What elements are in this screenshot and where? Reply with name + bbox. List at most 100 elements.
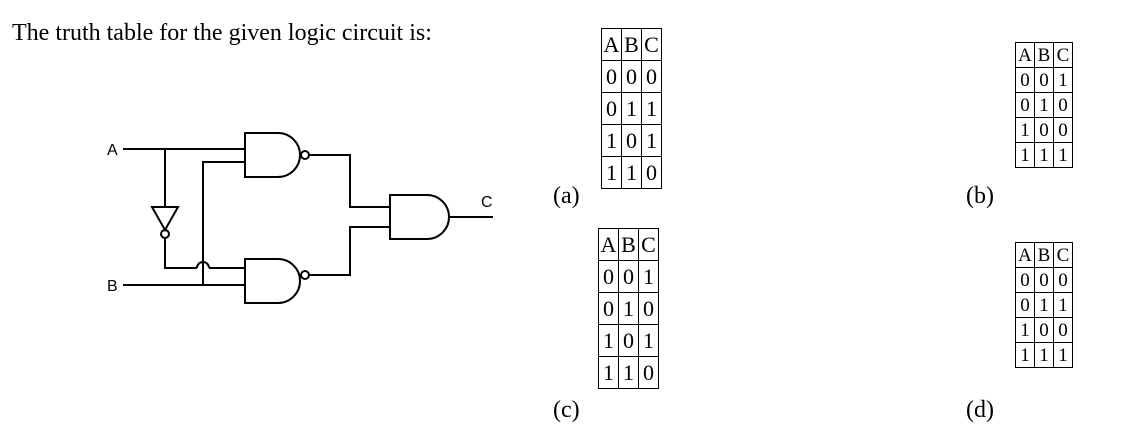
table-cell: 0 xyxy=(598,292,619,325)
table-cell: 1 xyxy=(1015,117,1035,143)
table-cell: 0 xyxy=(1015,92,1035,118)
table-cell: 0 xyxy=(618,260,639,293)
table-cell: 1 xyxy=(1015,142,1035,168)
top-nand-gate xyxy=(244,132,301,178)
logic-circuit-diagram: A B C xyxy=(107,132,493,304)
table-cell: 0 xyxy=(1034,317,1054,343)
table-cell: C xyxy=(1053,242,1073,268)
table-cell: 1 xyxy=(641,124,662,157)
wire-top-nand-out xyxy=(309,154,390,208)
table-cell: 0 xyxy=(1015,67,1035,93)
table-cell: 0 xyxy=(1053,267,1073,293)
label-c: C xyxy=(481,194,493,211)
table-cell: 1 xyxy=(1034,292,1054,318)
wire-bottom-nand-out xyxy=(309,226,390,276)
table-cell: 0 xyxy=(1053,117,1073,143)
option-d-label: (d) xyxy=(966,397,994,423)
label-b: B xyxy=(107,278,118,295)
option-b-label: (b) xyxy=(966,183,994,209)
table-cell: 0 xyxy=(1034,67,1054,93)
table-cell: A xyxy=(1015,242,1035,268)
table-cell: 1 xyxy=(618,356,639,389)
table-cell: 0 xyxy=(638,292,659,325)
table-cell: 1 xyxy=(598,356,619,389)
table-cell: 0 xyxy=(1053,317,1073,343)
table-cell: 1 xyxy=(1034,342,1054,368)
not-gate xyxy=(150,206,180,233)
table-cell: B xyxy=(1034,42,1054,68)
table-cell: B xyxy=(621,28,642,61)
table-cell: 1 xyxy=(638,260,659,293)
table-cell: 1 xyxy=(621,156,642,189)
question-text: The truth table for the given logic circ… xyxy=(12,20,432,46)
table-cell: 1 xyxy=(618,292,639,325)
table-cell: B xyxy=(1034,242,1054,268)
table-cell: C xyxy=(641,28,662,61)
table-cell: 0 xyxy=(1034,267,1054,293)
table-cell: 0 xyxy=(621,124,642,157)
table-cell: 1 xyxy=(1015,317,1035,343)
table-cell: 0 xyxy=(601,60,622,93)
table-cell: A xyxy=(1015,42,1035,68)
label-a: A xyxy=(107,142,118,159)
table-cell: 0 xyxy=(641,60,662,93)
table-cell: 1 xyxy=(1053,142,1073,168)
top-nand-bubble xyxy=(300,150,310,160)
bottom-nand-gate xyxy=(244,258,301,304)
table-cell: 0 xyxy=(601,92,622,125)
table-cell: 1 xyxy=(641,92,662,125)
table-cell: 1 xyxy=(598,324,619,357)
table-cell: 1 xyxy=(621,92,642,125)
table-cell: 0 xyxy=(1034,117,1054,143)
table-cell: 1 xyxy=(1015,342,1035,368)
wire-not-out xyxy=(164,238,197,269)
table-cell: 1 xyxy=(601,124,622,157)
table-cell: A xyxy=(598,228,619,261)
table-cell: 0 xyxy=(638,356,659,389)
table-cell: 0 xyxy=(641,156,662,189)
and-gate xyxy=(389,194,450,240)
table-cell: 1 xyxy=(1053,292,1073,318)
table-cell: A xyxy=(601,28,622,61)
table-cell: 0 xyxy=(598,260,619,293)
table-cell: 1 xyxy=(1053,67,1073,93)
wire-b-to-top-nand xyxy=(202,161,245,285)
table-cell: 1 xyxy=(1053,342,1073,368)
table-cell: 0 xyxy=(618,324,639,357)
table-cell: C xyxy=(638,228,659,261)
table-cell: B xyxy=(618,228,639,261)
table-cell: 0 xyxy=(1053,92,1073,118)
table-cell: 0 xyxy=(621,60,642,93)
table-cell: 1 xyxy=(1034,92,1054,118)
wire-hop xyxy=(196,261,210,269)
table-cell: C xyxy=(1053,42,1073,68)
table-cell: 0 xyxy=(1015,292,1035,318)
table-cell: 1 xyxy=(638,324,659,357)
option-a-label: (a) xyxy=(553,183,580,209)
table-cell: 1 xyxy=(601,156,622,189)
